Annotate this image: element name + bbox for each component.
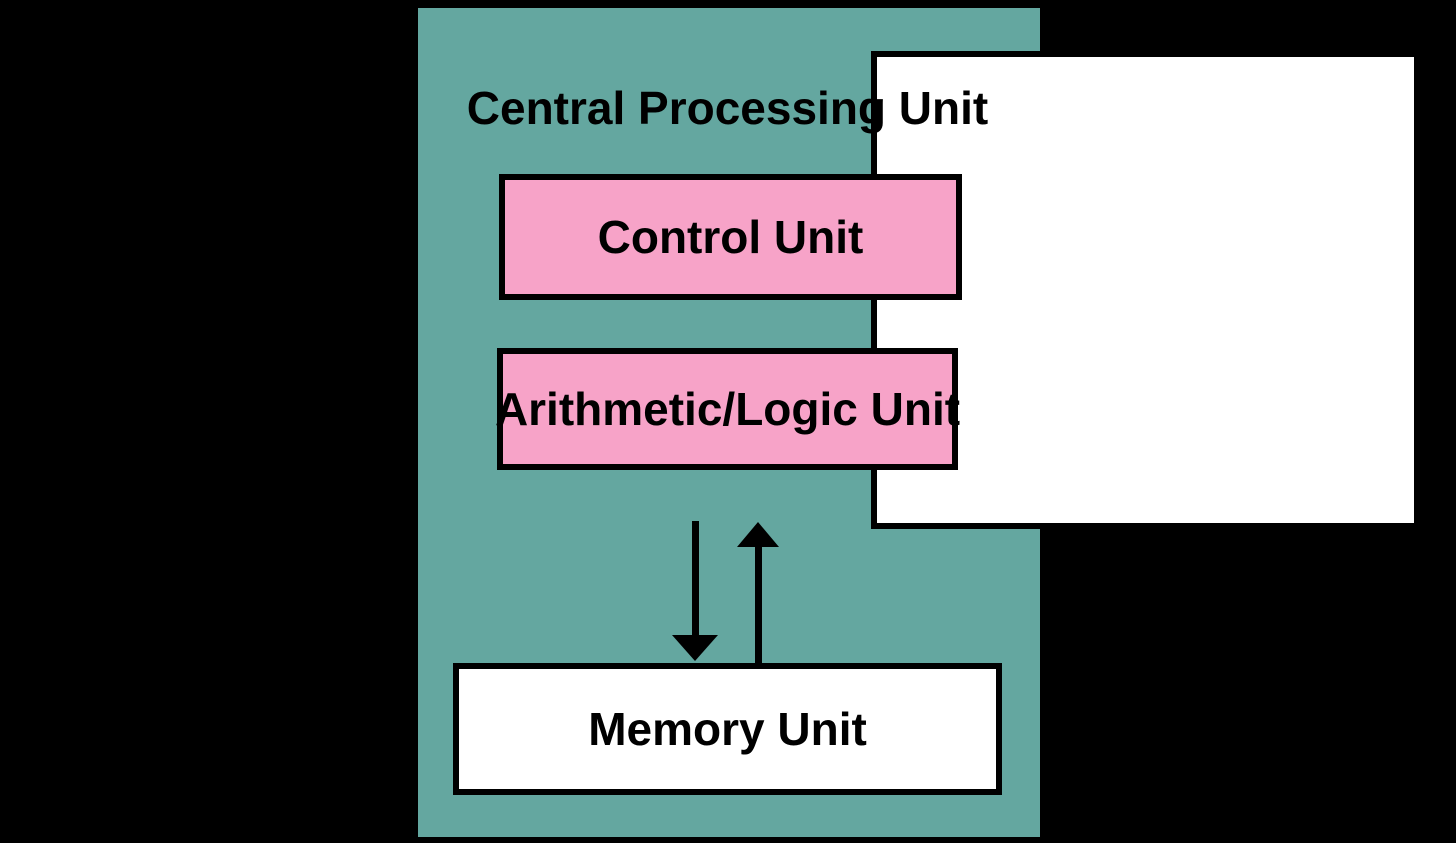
control-unit-node: Control Unit bbox=[499, 174, 962, 300]
arrowhead-up-icon bbox=[737, 522, 779, 547]
diagram-panel: Central Processing Unit Control Unit Ari… bbox=[418, 8, 1420, 837]
cpu-title: Central Processing Unit bbox=[466, 82, 989, 134]
memory-unit-node: Memory Unit bbox=[453, 663, 1002, 795]
control-unit-label: Control Unit bbox=[597, 211, 864, 263]
arrow-up-shaft bbox=[755, 545, 762, 665]
arrow-down-shaft bbox=[692, 521, 699, 637]
alu-node: Arithmetic/Logic Unit bbox=[494, 348, 961, 470]
arrowhead-down-icon bbox=[672, 635, 718, 661]
cpu-box bbox=[871, 51, 1420, 529]
memory-unit-label: Memory Unit bbox=[588, 703, 867, 755]
alu-label: Arithmetic/Logic Unit bbox=[494, 383, 961, 435]
